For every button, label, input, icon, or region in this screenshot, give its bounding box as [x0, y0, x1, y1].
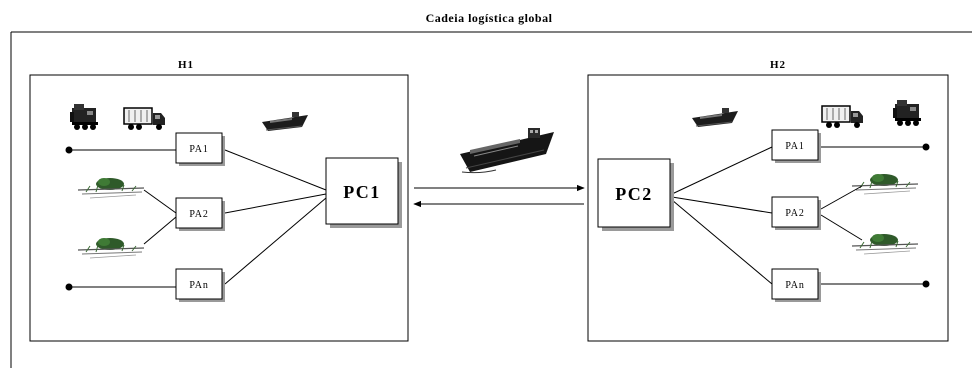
h1-pa2-label: PA2 [189, 209, 208, 220]
transport-arrows [413, 184, 585, 208]
h2-pa2-label: PA2 [785, 208, 804, 219]
endpoint-dot [922, 280, 930, 288]
endpoint-dot [922, 143, 930, 151]
h2-pan-box: PAn [771, 268, 821, 302]
h1-pan-box: PAn [175, 268, 225, 302]
h1-pa1-label: PA1 [189, 144, 208, 155]
ship-icon [459, 127, 555, 174]
h2-pan-label: PAn [785, 280, 804, 291]
outer-frame [10, 31, 972, 368]
hub-h2-label: H2 [770, 59, 786, 71]
pc2-label: PC2 [615, 184, 653, 204]
hub-h1-links [69, 149, 327, 288]
ship-icon [691, 107, 739, 128]
pc2-box: PC2 [597, 158, 674, 231]
h1-pan-label: PAn [189, 280, 208, 291]
plantation-icon [851, 233, 919, 255]
ship-icon [261, 111, 309, 132]
h1-pa2-box: PA2 [175, 197, 225, 231]
endpoint-dot [65, 283, 73, 291]
train-icon [893, 100, 921, 126]
plantation-icon [77, 237, 145, 259]
diagram-title: Cadeia logística global [426, 11, 553, 25]
hub-h1-box [29, 74, 409, 342]
hub-h1-label: H1 [178, 59, 194, 71]
truck-icon [821, 105, 864, 129]
pc1-box: PC1 [325, 157, 402, 228]
endpoint-dot [65, 146, 73, 154]
h2-pa1-label: PA1 [785, 141, 804, 152]
hub-h2-box [587, 74, 949, 342]
h2-pa2-box: PA2 [771, 196, 821, 230]
plantation-icon [851, 173, 919, 195]
hub-h2: H2 PC2 PA1 [587, 59, 949, 342]
plantation-icon [77, 177, 145, 199]
hub-h2-links [671, 146, 926, 285]
truck-icon [123, 107, 166, 131]
hub-h1: H1 PA1 PA2 [29, 59, 409, 342]
pc1-label: PC1 [343, 182, 381, 202]
h2-pa1-box: PA1 [771, 129, 821, 163]
h1-pa1-box: PA1 [175, 132, 225, 166]
train-icon [70, 104, 98, 130]
